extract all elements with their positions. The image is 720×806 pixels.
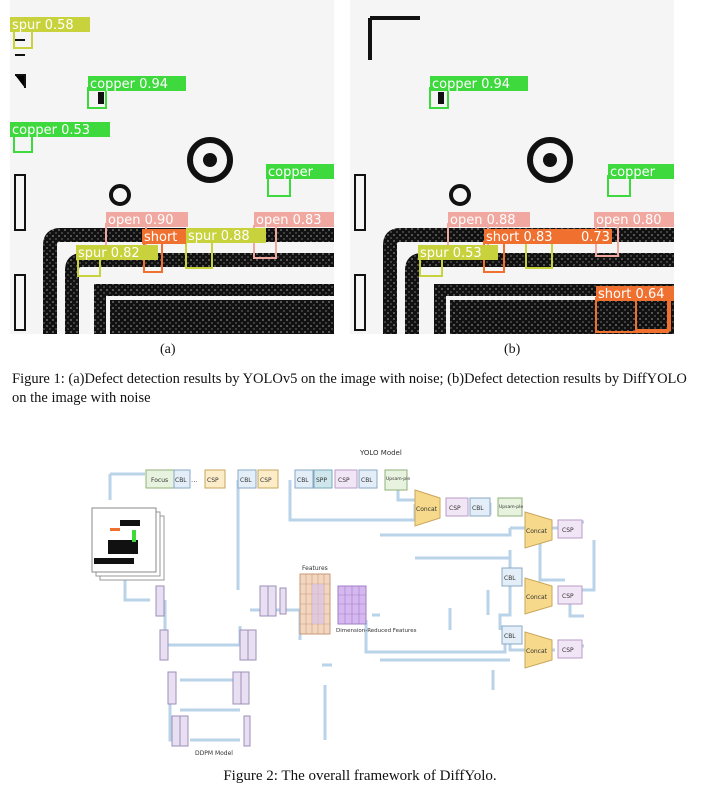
cbl-block xyxy=(237,469,257,489)
cbl-block xyxy=(501,625,523,645)
upsample-block xyxy=(384,469,408,491)
ddpm-title: DDPM Model xyxy=(195,750,233,757)
upsample-block xyxy=(497,497,523,517)
detection-label: spur 0.82 xyxy=(78,246,140,261)
subfigure-label-a: (a) xyxy=(160,342,176,357)
csp-block-label: CSP xyxy=(562,647,574,654)
features-label: Features xyxy=(302,565,328,572)
cbl-block xyxy=(294,469,314,489)
cbl-block-label: CBL xyxy=(472,505,484,512)
subfigure-label-b: (b) xyxy=(504,342,521,357)
csp-block xyxy=(204,469,226,489)
detection-label: short 0.83 xyxy=(486,230,553,245)
pcb-image-a: spur 0.58 copper 0.94 copper 0.53 copper… xyxy=(10,17,334,334)
concat-block xyxy=(524,511,553,549)
focus-block-label: Focus xyxy=(151,477,168,484)
figure1-panel-a: spur 0.58 copper 0.94 copper 0.53 copper… xyxy=(10,0,334,334)
cbl-block xyxy=(469,497,491,517)
cbl-block-label: CBL xyxy=(504,633,516,640)
reduced-features-label: Dimension-Reduced Features xyxy=(336,628,417,634)
detection-label: spur 0.88 xyxy=(188,229,250,244)
detection-label: short 0.64 xyxy=(598,287,665,302)
ellipsis: ... xyxy=(191,476,198,484)
detection-label: open 0.90 xyxy=(108,213,174,228)
detection-label: copper xyxy=(610,165,656,180)
csp-block-label: CSP xyxy=(260,477,272,484)
csp-block-label: CSP xyxy=(449,505,461,512)
csp-block-label: CSP xyxy=(562,593,574,600)
detection-label: copper 0.94 xyxy=(90,77,168,92)
cbl-block-label: CBL xyxy=(504,575,516,582)
yolo-title: YOLO Model xyxy=(359,449,402,457)
csp-block xyxy=(557,585,583,605)
upsample-block-label: Upsam-ple xyxy=(386,476,410,482)
spp-block-label: SPP xyxy=(316,477,327,484)
cbl-block-label: CBL xyxy=(361,477,373,484)
spp-block xyxy=(313,469,333,489)
framework-diagram: YOLO Model Focus CBL ... CSP CBL CSP CBL… xyxy=(91,449,596,757)
csp-block-label: CSP xyxy=(562,527,574,534)
concat-block xyxy=(524,577,553,615)
concat-block-label: Concat xyxy=(526,648,548,655)
cbl-block-label: CBL xyxy=(175,477,187,484)
csp-block xyxy=(445,497,469,517)
detection-label: short xyxy=(144,230,177,245)
csp-block xyxy=(557,519,583,539)
features-grid xyxy=(299,573,331,635)
concat-block-label: Concat xyxy=(526,528,548,535)
detection-label: spur 0.58 xyxy=(12,18,74,33)
pcb-image-b: copper 0.94 copper open 0.88 open 0.80 s… xyxy=(354,16,674,334)
cbl-block xyxy=(173,469,191,489)
concat-block xyxy=(414,489,441,527)
concat-block xyxy=(524,631,553,669)
detection-label: spur 0.53 xyxy=(420,246,482,261)
figure1-caption: Figure 1: (a)Defect detection results by… xyxy=(12,371,687,406)
reduced-features-grid xyxy=(337,585,367,625)
detection-label: open 0.80 xyxy=(596,213,662,228)
input-image-stack xyxy=(91,507,165,581)
detection-label: copper 0.94 xyxy=(432,77,510,92)
detection-label: copper 0.53 xyxy=(12,123,90,138)
detection-label: copper xyxy=(268,165,314,180)
cbl-block-label: CBL xyxy=(297,477,309,484)
figure1-panel-b: copper 0.94 copper open 0.88 open 0.80 s… xyxy=(350,0,674,334)
csp-block xyxy=(257,469,279,489)
csp-block-label: CSP xyxy=(207,477,219,484)
concat-block-label: Concat xyxy=(416,506,438,513)
concat-block-label: Concat xyxy=(526,594,548,601)
cbl-block-label: CBL xyxy=(240,477,252,484)
detection-label: open 0.83 xyxy=(256,213,322,228)
csp-block xyxy=(557,639,583,659)
csp-block xyxy=(334,469,358,489)
cbl-block xyxy=(358,469,378,489)
detection-label: open 0.88 xyxy=(450,213,516,228)
detection-box xyxy=(13,135,33,153)
cbl-block xyxy=(501,567,523,587)
detection-label: 0.73 xyxy=(581,230,610,245)
ddpm-unet xyxy=(155,585,287,747)
upsample-block-label: Upsam-ple xyxy=(499,504,523,510)
csp-block-label: CSP xyxy=(338,477,350,484)
figure2-caption: Figure 2: The overall framework of DiffY… xyxy=(223,768,497,784)
